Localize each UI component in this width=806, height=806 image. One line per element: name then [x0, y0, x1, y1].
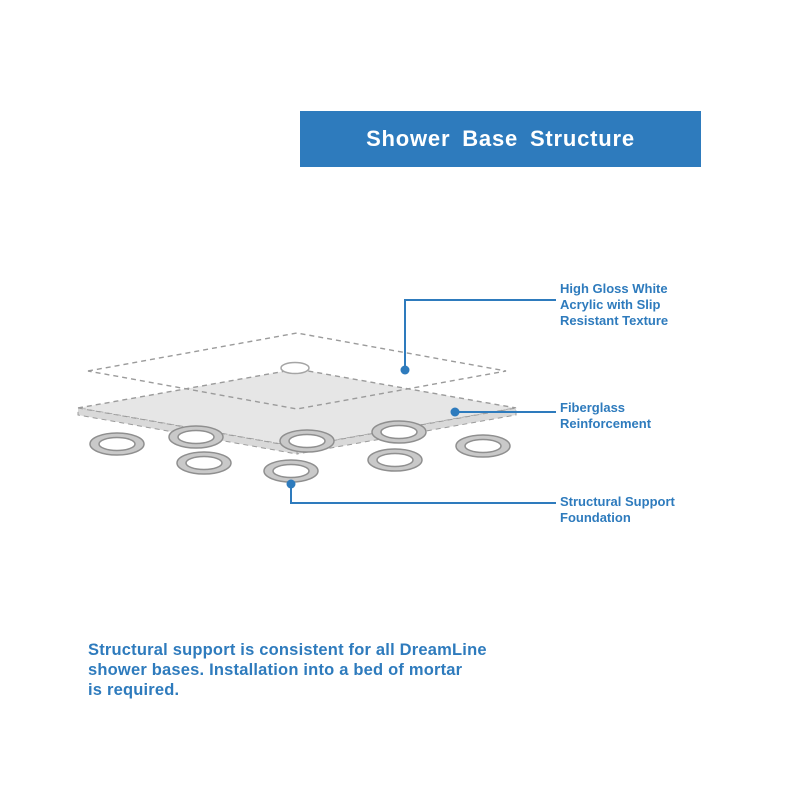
callout-fiberglass-label: Fiberglass Reinforcement — [560, 400, 652, 431]
footer-note: Structural support is consistent for all… — [88, 641, 487, 699]
support-rings — [89, 420, 511, 483]
support-ring — [89, 432, 145, 456]
support-ring — [371, 420, 427, 444]
support-ring — [455, 434, 511, 458]
page-title: Shower Base Structure — [366, 126, 635, 151]
acrylic-callout-dot — [400, 365, 410, 375]
support-ring — [168, 425, 224, 449]
support-ring — [367, 448, 423, 472]
support-ring — [279, 429, 335, 453]
drain-hole — [280, 361, 310, 375]
acrylic-layer — [87, 332, 507, 410]
callout-acrylic-label: High Gloss White Acrylic with Slip Resis… — [560, 281, 669, 328]
callout-foundation-label: Structural Support Foundation — [560, 494, 675, 525]
support-ring — [176, 451, 232, 475]
foundation-leader-line — [290, 484, 556, 504]
acrylic-leader-line — [404, 299, 556, 370]
support-ring — [263, 459, 319, 483]
fiberglass-callout-dot — [450, 407, 460, 417]
title-banner: Shower Base Structure — [300, 111, 701, 167]
foundation-callout-dot — [286, 479, 296, 489]
